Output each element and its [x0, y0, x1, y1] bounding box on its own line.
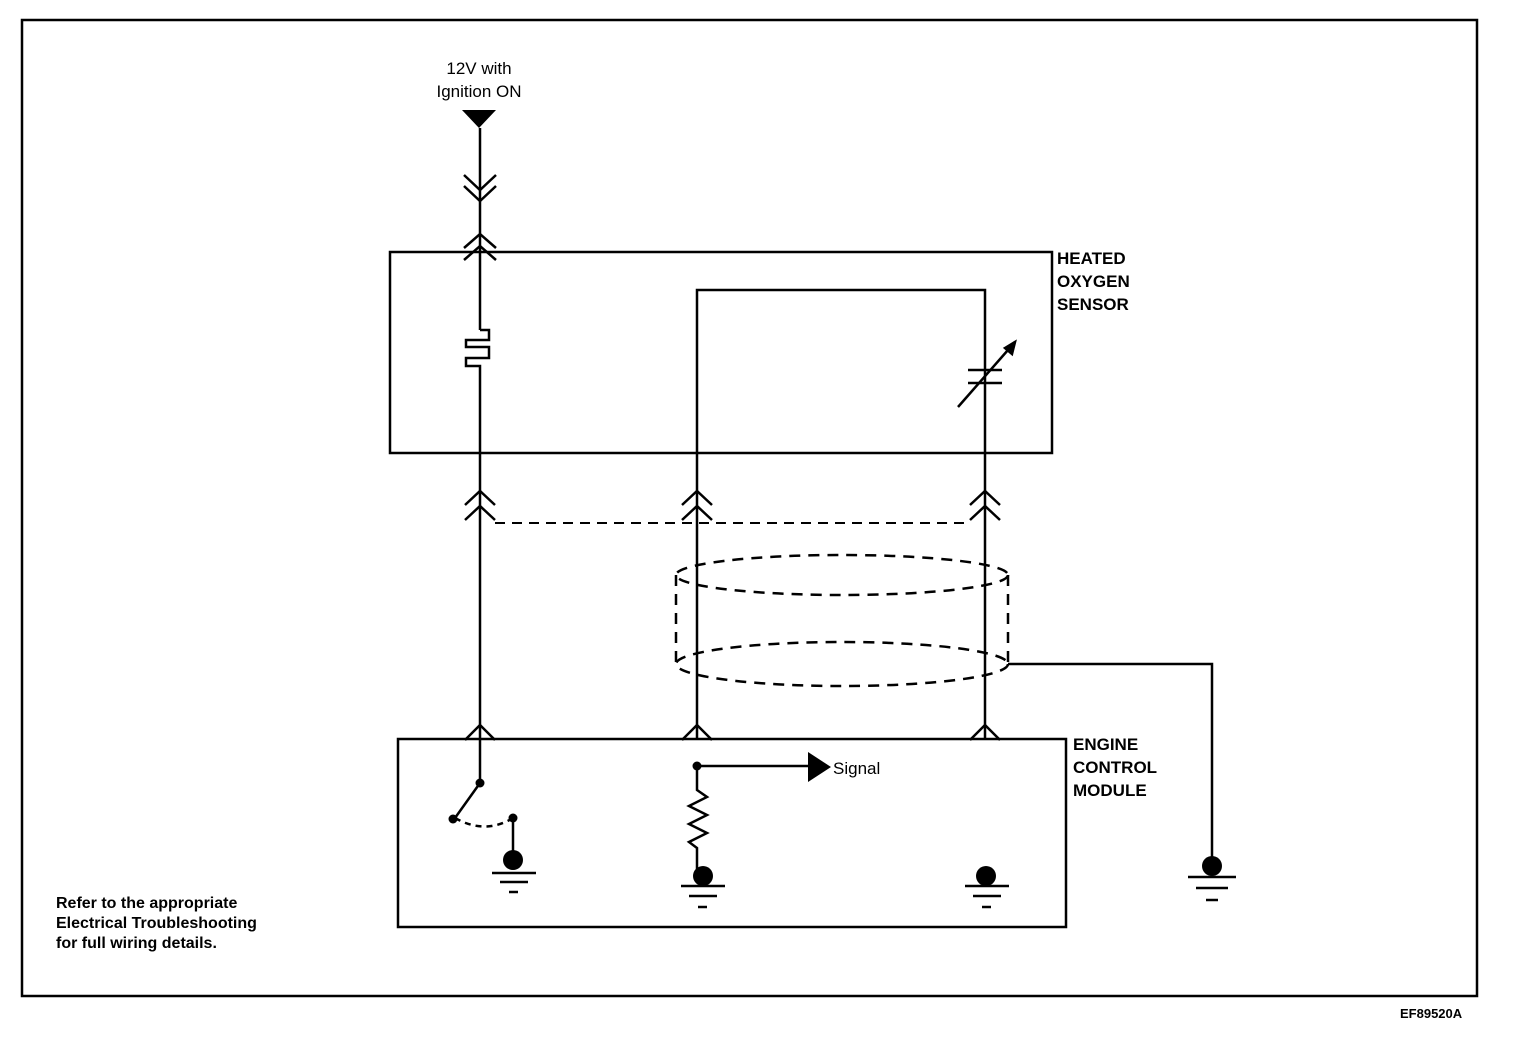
sensor-label-line3: SENSOR	[1057, 295, 1129, 314]
reference-note-line2: Electrical Troubleshooting	[56, 915, 257, 932]
variable-sensing-element	[957, 341, 1016, 408]
ground-symbols	[492, 871, 1236, 909]
ecm-label-line1: ENGINE	[1073, 735, 1139, 754]
ecm-label-line2: CONTROL	[1073, 758, 1158, 777]
ecm-connector	[464, 723, 1001, 741]
supply-label: 12V with Ignition ON	[415, 57, 543, 103]
cable-shield	[674, 553, 1010, 688]
ecm-heater-switch	[453, 740, 515, 858]
sensor-element-wire	[695, 288, 987, 740]
ground-dot-switch	[503, 850, 523, 870]
reference-note-line3: for full wiring details.	[56, 935, 217, 952]
power-supply-wire	[463, 128, 497, 740]
ecm-label-line3: MODULE	[1073, 781, 1147, 800]
switch-contact	[448, 814, 458, 824]
diagram-frame	[20, 18, 1479, 998]
shield-drain-wire	[1008, 662, 1214, 860]
ground-dot-signal	[693, 866, 713, 886]
supply-label-line2: Ignition ON	[436, 82, 522, 101]
variable-arrow-head	[1002, 339, 1017, 357]
signal-junction	[692, 761, 702, 771]
ground-dot-shield	[1202, 856, 1222, 876]
supply-arrow	[462, 110, 496, 128]
signal-arrow	[808, 752, 831, 782]
switch-node	[475, 778, 485, 788]
ground-dot-sensor	[976, 866, 996, 886]
sensor-label: HEATED OXYGEN SENSOR	[1057, 247, 1130, 316]
sensor-label-line2: OXYGEN	[1057, 272, 1130, 291]
supply-label-line1: 12V with	[446, 59, 512, 78]
pullup-resistor	[686, 766, 710, 872]
switch-contact-right	[508, 813, 518, 823]
reference-note: Refer to the appropriate Electrical Trou…	[56, 894, 257, 954]
sensor-connector	[464, 489, 1001, 521]
reference-note-line1: Refer to the appropriate	[56, 895, 238, 912]
heater-element	[464, 328, 491, 368]
figure-code: EF89520A	[1400, 1006, 1463, 1021]
ecm-label: ENGINE CONTROL MODULE	[1073, 733, 1157, 802]
sensor-label-line1: HEATED	[1057, 249, 1126, 268]
engine-control-module-box	[396, 737, 1068, 929]
heated-oxygen-sensor-box	[388, 250, 1054, 455]
signal-label: Signal	[833, 759, 881, 778]
